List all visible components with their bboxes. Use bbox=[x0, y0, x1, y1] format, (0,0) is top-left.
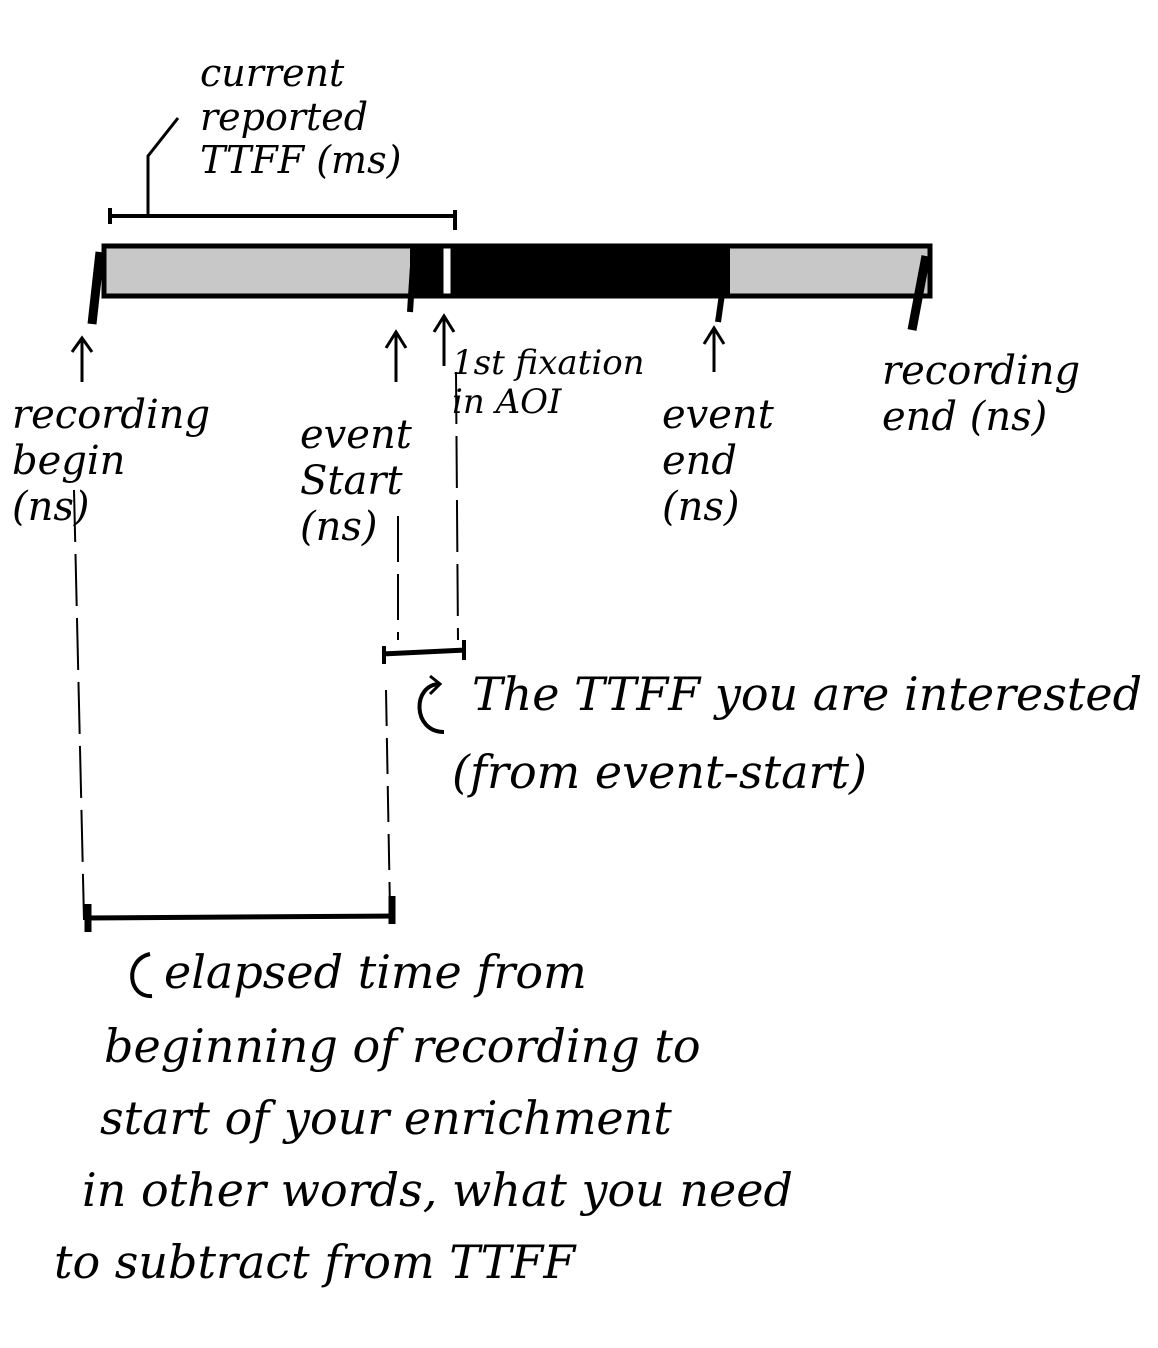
label-recording-end: recording end (ns) bbox=[882, 348, 1081, 440]
label-recording-begin: recording begin (ns) bbox=[12, 392, 211, 530]
note-elapsed-line3: start of your enrichment bbox=[100, 1091, 672, 1145]
recording-end-cap bbox=[907, 255, 931, 331]
event-start-tick bbox=[407, 249, 417, 313]
timeline-bar-outline bbox=[101, 243, 933, 299]
event-end-tick bbox=[715, 279, 727, 323]
recording-begin-cap bbox=[87, 251, 105, 325]
elapsed-pointer bbox=[130, 952, 153, 998]
note-elapsed-line2: beginning of recording to bbox=[104, 1019, 701, 1073]
note-elapsed-line5: to subtract from TTFF bbox=[54, 1235, 576, 1289]
interested-ttff-pointer-head bbox=[428, 674, 443, 696]
guide-event-start-bottom bbox=[385, 689, 391, 911]
label-event-start: event Start (ns) bbox=[300, 412, 412, 550]
note-ttff-interested-line1: The TTFF you are interested bbox=[472, 667, 1143, 721]
guide-first-fixation bbox=[455, 371, 459, 641]
elapsed-time-bracket bbox=[85, 913, 395, 921]
arrow-event-end bbox=[702, 325, 726, 372]
ttff-bracket-pointer bbox=[146, 117, 180, 216]
timeline-bar-event-segment bbox=[410, 246, 730, 298]
label-event-end: event end (ns) bbox=[662, 392, 774, 530]
interested-ttff-pointer bbox=[417, 682, 445, 734]
interested-ttff-bracket bbox=[381, 647, 467, 657]
label-current-ttff: current reported TTFF (ms) bbox=[200, 51, 402, 183]
guide-recording-begin bbox=[73, 489, 85, 921]
arrow-recording-begin bbox=[70, 335, 94, 382]
arrow-first-fixation bbox=[432, 313, 456, 366]
note-elapsed-line1: elapsed time from bbox=[164, 945, 587, 999]
note-ttff-interested-line2: (from event-start) bbox=[452, 745, 867, 799]
label-first-fixation: 1st fixation in AOI bbox=[452, 343, 645, 423]
arrow-event-start bbox=[384, 329, 408, 382]
note-elapsed-line4: in other words, what you need bbox=[82, 1163, 793, 1217]
